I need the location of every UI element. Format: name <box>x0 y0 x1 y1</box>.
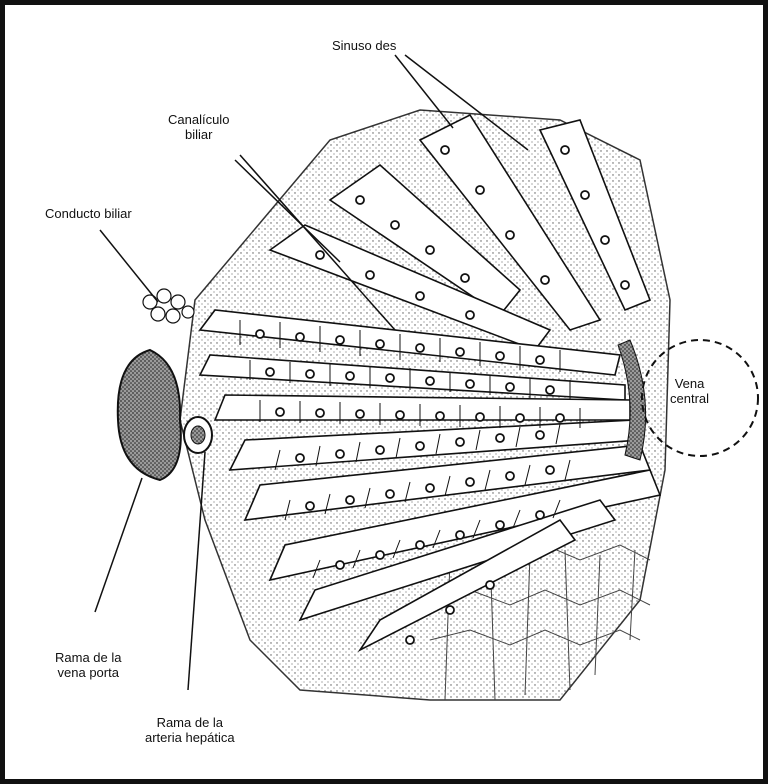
label-rama-arteria-line2: arteria hepática <box>145 730 235 745</box>
label-rama-vena-porta: Rama de la vena porta <box>55 650 121 680</box>
label-rama-arteria-line1: Rama de la <box>145 715 235 730</box>
label-canaliculo-biliar: Canalículo biliar <box>168 112 229 142</box>
label-rama-porta-line1: Rama de la <box>55 650 121 665</box>
label-conducto-biliar: Conducto biliar <box>45 206 132 221</box>
label-vena-central: Vena central <box>670 376 709 406</box>
label-rama-arteria-hepatica: Rama de la arteria hepática <box>145 715 235 745</box>
label-sinusoides: Sinuso des <box>332 38 396 53</box>
label-canaliculo-line1: Canalículo <box>168 112 229 127</box>
label-rama-porta-line2: vena porta <box>55 665 121 680</box>
bile-duct <box>143 289 194 323</box>
label-vena-central-line2: central <box>670 391 709 406</box>
label-canaliculo-line2: biliar <box>168 127 229 142</box>
portal-vein-branch <box>118 350 181 480</box>
label-vena-central-line1: Vena <box>670 376 709 391</box>
